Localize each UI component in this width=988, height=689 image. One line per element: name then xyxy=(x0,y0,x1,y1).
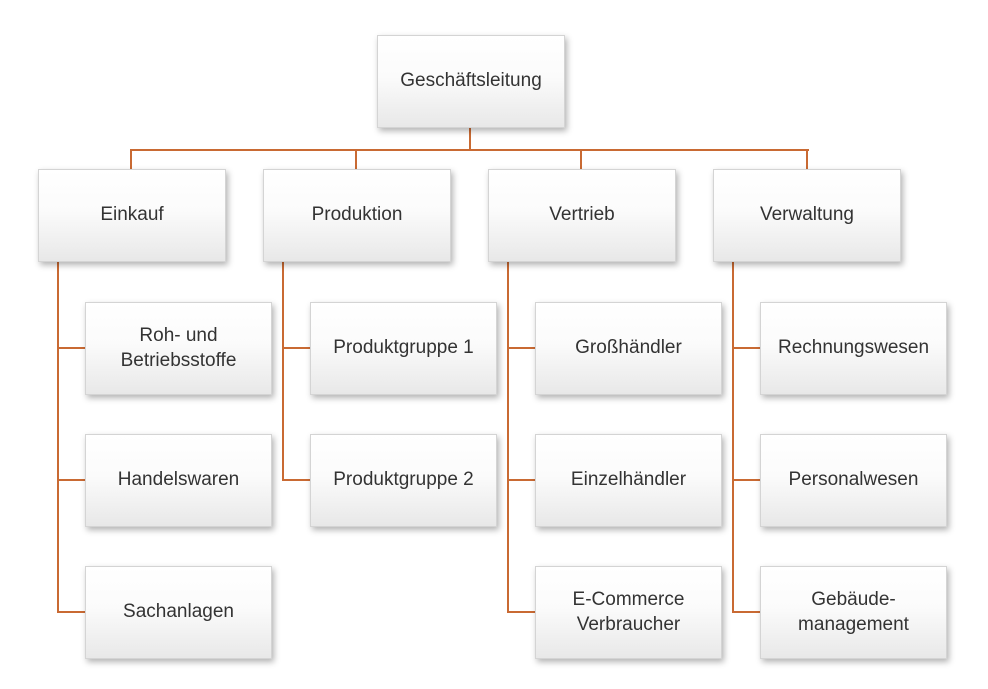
connector-vertrieb-spine xyxy=(507,262,509,613)
connector-drop-vertrieb xyxy=(580,149,582,169)
node-rechnungswesen[interactable]: Rechnungswesen xyxy=(760,302,947,395)
node-grosshaendler[interactable]: Großhändler xyxy=(535,302,722,395)
connector-produktion-spine xyxy=(282,262,284,481)
connector-produktion-stub-2 xyxy=(282,479,311,481)
node-produktgruppe-2[interactable]: Produktgruppe 2 xyxy=(310,434,497,527)
connector-einkauf-stub-2 xyxy=(57,479,86,481)
connector-root-drop xyxy=(469,128,471,151)
connector-drop-verwaltung xyxy=(806,149,808,169)
connector-einkauf-stub-3 xyxy=(57,611,86,613)
connector-vertrieb-stub-1 xyxy=(507,347,536,349)
connector-verwaltung-stub-1 xyxy=(732,347,761,349)
connector-vertrieb-stub-2 xyxy=(507,479,536,481)
node-sachanlagen[interactable]: Sachanlagen xyxy=(85,566,272,659)
connector-verwaltung-stub-2 xyxy=(732,479,761,481)
connector-verwaltung-stub-3 xyxy=(732,611,761,613)
connector-drop-produktion xyxy=(355,149,357,169)
node-geschaeftsleitung[interactable]: Geschäftsleitung xyxy=(377,35,565,128)
node-produktion[interactable]: Produktion xyxy=(263,169,451,262)
node-handelswaren[interactable]: Handelswaren xyxy=(85,434,272,527)
connector-einkauf-spine xyxy=(57,262,59,613)
node-gebaeudemanagement[interactable]: Gebäude- management xyxy=(760,566,947,659)
node-verwaltung[interactable]: Verwaltung xyxy=(713,169,901,262)
node-ecommerce-verbraucher[interactable]: E-Commerce Verbraucher xyxy=(535,566,722,659)
node-vertrieb[interactable]: Vertrieb xyxy=(488,169,676,262)
node-einkauf[interactable]: Einkauf xyxy=(38,169,226,262)
node-einzelhaendler[interactable]: Einzelhändler xyxy=(535,434,722,527)
node-personalwesen[interactable]: Personalwesen xyxy=(760,434,947,527)
connector-einkauf-stub-1 xyxy=(57,347,86,349)
connector-produktion-stub-1 xyxy=(282,347,311,349)
connector-drop-einkauf xyxy=(130,149,132,169)
node-roh-und-betriebsstoffe[interactable]: Roh- und Betriebsstoffe xyxy=(85,302,272,395)
connector-bus xyxy=(130,149,809,151)
connector-vertrieb-stub-3 xyxy=(507,611,536,613)
connector-verwaltung-spine xyxy=(732,262,734,613)
node-produktgruppe-1[interactable]: Produktgruppe 1 xyxy=(310,302,497,395)
